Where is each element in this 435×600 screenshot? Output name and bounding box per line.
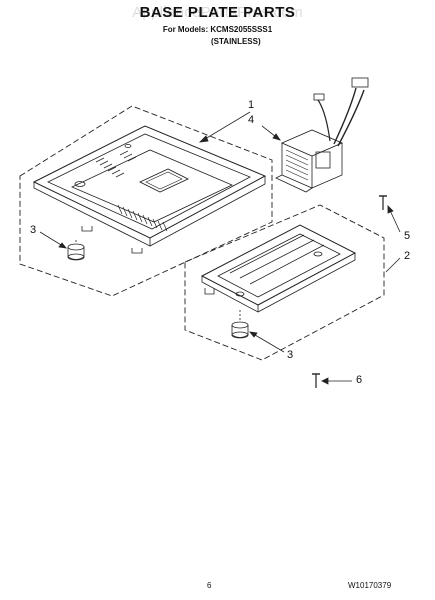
base-plate [32,125,267,254]
model-variant: (STAINLESS) [211,37,261,46]
callout-3-left: 3 [30,224,37,236]
callout-4: 4 [248,114,255,126]
transformer [275,77,369,193]
page-number: 6 [207,581,212,590]
callout-2: 2 [404,250,411,262]
model-numbers: For Models: KCMS2055SSS1 [162,25,273,34]
screw-lower [312,373,320,388]
callout-6: 6 [356,374,363,386]
callout-5: 5 [404,230,411,242]
foot-left [67,240,85,261]
page-title: BASE PLATE PARTS [139,4,296,21]
document-number: W10170379 [348,581,392,590]
base-plate-group-boundary [19,105,273,297]
callout-1: 1 [248,99,255,111]
wire-terminal [313,93,325,101]
base-plate-bracket [200,224,357,313]
leader-lines [39,111,401,385]
foot-right [231,310,249,339]
wire-connector [351,77,369,88]
bracket-group-boundary [184,204,385,361]
callout-3-right: 3 [287,349,294,361]
screw-upper [379,195,387,210]
